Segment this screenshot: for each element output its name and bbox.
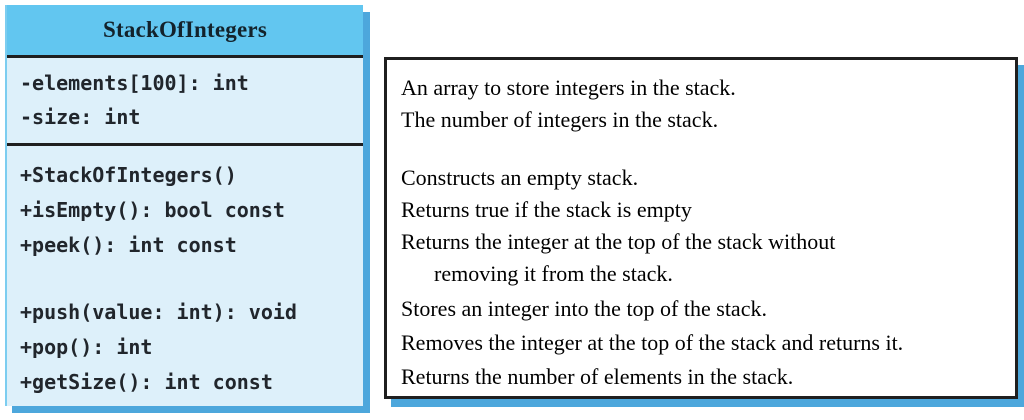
uml-class-box: StackOfIntegers -elements[100]: int -siz… bbox=[5, 5, 363, 406]
method-descriptions-group2: Stores an integer into the top of the st… bbox=[401, 292, 1009, 394]
attributes-compartment: -elements[100]: int -size: int bbox=[7, 58, 363, 146]
method-line: +getSize(): int const bbox=[20, 370, 273, 394]
method-descriptions-group1: Constructs an empty stack. Returns true … bbox=[401, 162, 1009, 290]
class-name: StackOfIntegers bbox=[103, 17, 267, 42]
description-line: Returns the integer at the top of the st… bbox=[401, 229, 836, 286]
method-line: +pop(): int bbox=[20, 335, 153, 359]
attribute-line: -elements[100]: int bbox=[20, 71, 249, 95]
method-line: +peek(): int const bbox=[20, 233, 237, 257]
method-line: +push(value: int): void bbox=[20, 300, 297, 324]
description-box: An array to store integers in the stack.… bbox=[384, 57, 1018, 399]
attribute-line: -size: int bbox=[20, 105, 141, 129]
description-line: The number of integers in the stack. bbox=[401, 107, 719, 132]
method-line: +isEmpty(): bool const bbox=[20, 198, 285, 222]
description-line: An array to store integers in the stack. bbox=[401, 75, 736, 100]
description-line: Constructs an empty stack. bbox=[401, 165, 639, 190]
method-line: +StackOfIntegers() bbox=[20, 163, 237, 187]
description-line: Removes the integer at the top of the st… bbox=[401, 330, 904, 355]
description-line: Returns the number of elements in the st… bbox=[401, 364, 794, 389]
class-name-compartment: StackOfIntegers bbox=[7, 5, 363, 58]
attribute-descriptions: An array to store integers in the stack.… bbox=[401, 72, 1009, 136]
description-line: Returns true if the stack is empty bbox=[401, 197, 692, 222]
method-group-spacer bbox=[20, 263, 359, 295]
description-line: Stores an integer into the top of the st… bbox=[401, 296, 767, 321]
methods-compartment: +StackOfIntegers() +isEmpty(): bool cons… bbox=[7, 146, 363, 406]
